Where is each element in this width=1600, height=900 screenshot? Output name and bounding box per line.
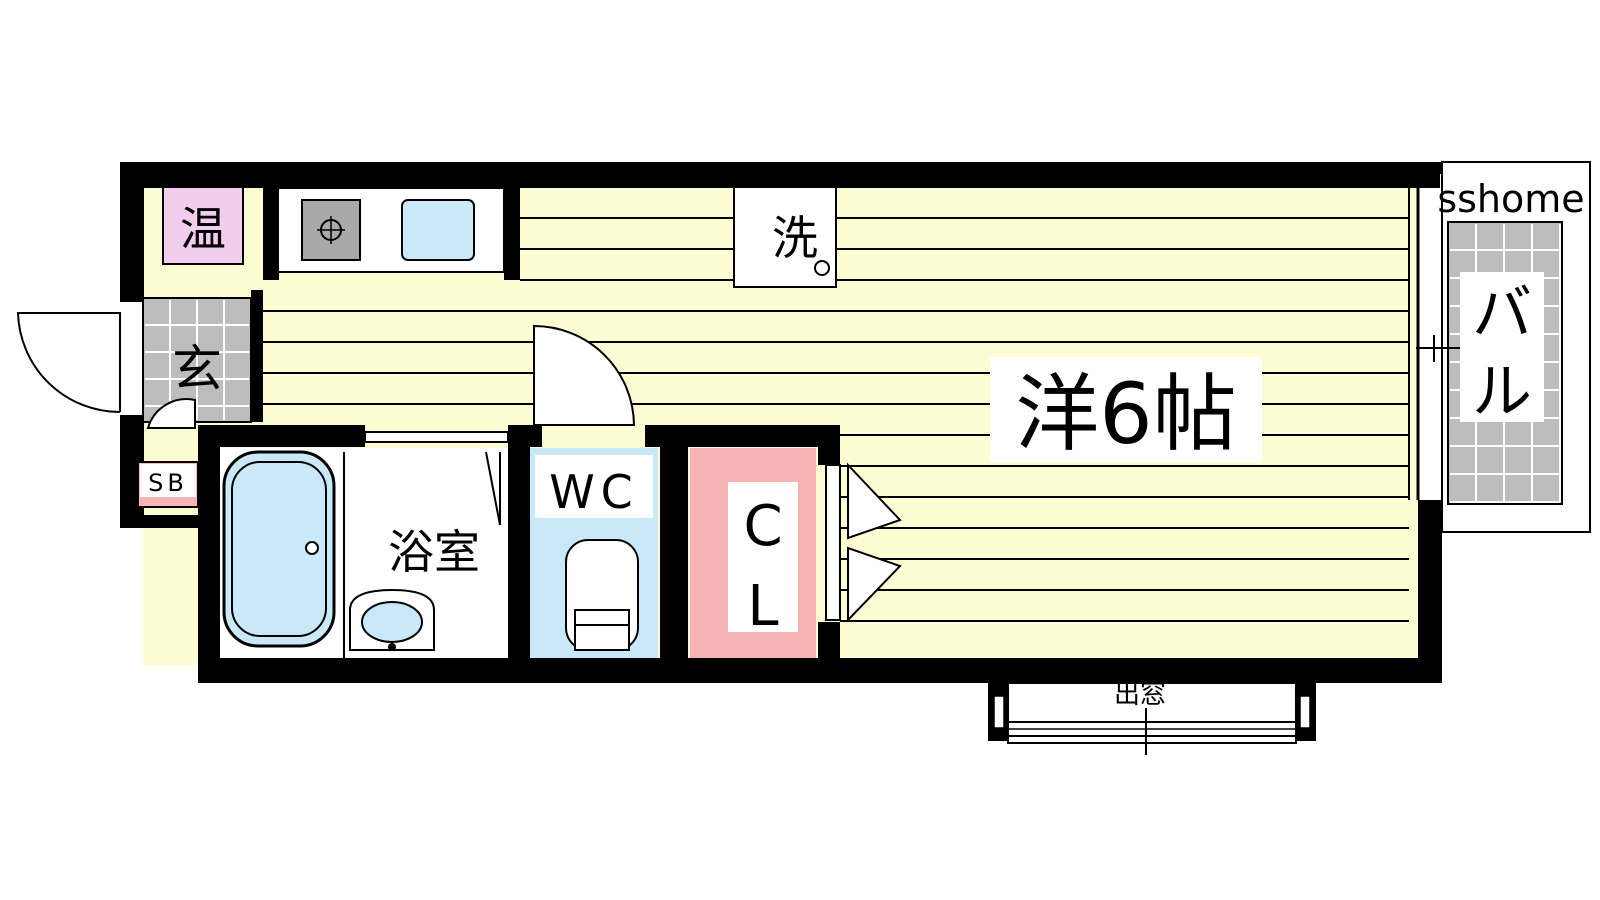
shoe-box-door (146, 398, 196, 429)
bay-window-label: 出窓 (1114, 680, 1166, 710)
walls (120, 162, 1442, 683)
balcony-label-2: ル (1472, 357, 1532, 427)
bathtub-icon (222, 450, 336, 648)
entrance-label: 玄 (172, 340, 222, 398)
closet-label-l: L (747, 574, 778, 639)
closet-door-lower (847, 546, 902, 623)
drain-icon (814, 260, 830, 276)
balcony-label-bg (1460, 272, 1544, 422)
closet-door-upper (847, 462, 902, 540)
western-room-label: 洋6帖 (1015, 365, 1236, 463)
tub-drain-icon (305, 541, 319, 555)
washer-label: 洗 (772, 211, 818, 265)
watermark: sshome (1437, 177, 1584, 221)
wc-label: WC (549, 465, 639, 519)
entrance-door-swing (16, 312, 121, 413)
wc-door-swing (533, 324, 636, 426)
sink-icon (401, 199, 475, 261)
closet-label-c: C (743, 494, 782, 559)
western-label-bg (990, 357, 1262, 462)
water-heater-space (162, 186, 244, 265)
shoe-box-label: SB (148, 469, 188, 497)
wc-label-bg (535, 455, 653, 518)
water-heater-label: 温 (180, 202, 226, 256)
closet-label-bg (728, 482, 798, 632)
balcony-label-1: バ (1472, 279, 1532, 349)
bath-label: 浴室 (388, 525, 480, 579)
